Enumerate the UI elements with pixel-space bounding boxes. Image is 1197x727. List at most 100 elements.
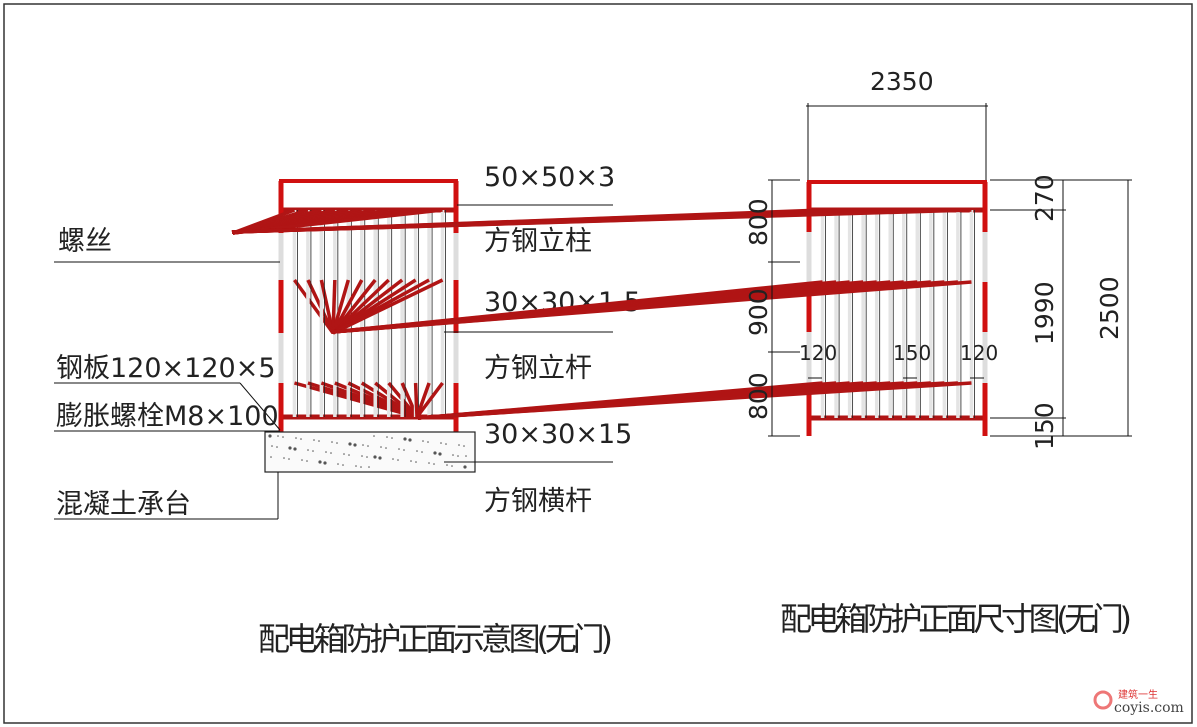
top-frame: [279, 179, 458, 212]
dimension-lines: [768, 103, 1132, 437]
concrete-speckle: [301, 459, 303, 461]
watermark-site: coyis.com: [1114, 700, 1184, 716]
concrete-speckle: [276, 446, 278, 448]
concrete-speckle: [348, 454, 350, 456]
label-expansion-bolt: 膨胀螺栓M8×100: [56, 401, 279, 432]
label-rail-size: 30×30×15: [484, 419, 632, 450]
picket-red-segment: [331, 279, 337, 334]
concrete-speckle: [403, 437, 407, 441]
concrete-speckle: [300, 438, 302, 440]
picket-red-segment: [331, 279, 350, 334]
concrete-speckle: [318, 440, 320, 442]
dim-left-top: 800: [744, 198, 773, 246]
concrete-speckle: [330, 452, 332, 454]
picket-red-segment: [231, 208, 972, 234]
concrete-speckle: [306, 460, 308, 462]
label-steel-plate: 钢板120×120×5: [56, 353, 276, 384]
concrete-speckle: [323, 461, 327, 465]
concrete-speckle: [336, 442, 338, 444]
concrete-speckle: [433, 451, 437, 455]
concrete-speckle: [410, 460, 412, 462]
concrete-speckle: [463, 445, 465, 447]
dim-total-height: 2500: [1095, 276, 1124, 340]
concrete-speckle: [283, 457, 285, 459]
picket-red-segment: [293, 278, 335, 335]
concrete-speckle: [362, 444, 364, 446]
sheet-border: [3, 3, 1193, 724]
concrete-speckle: [391, 437, 393, 439]
picket-red-segment: [417, 381, 972, 420]
concrete-speckle: [392, 458, 394, 460]
concrete-speckle: [373, 435, 375, 437]
label-rail-name: 方钢横杆: [484, 486, 592, 517]
label-screw: 螺丝: [58, 226, 112, 257]
concrete-speckle: [397, 459, 399, 461]
concrete-speckle: [427, 441, 429, 443]
concrete-speckle: [277, 435, 279, 437]
concrete-speckle: [360, 466, 362, 468]
concrete-speckle: [325, 451, 327, 453]
watermark-cn: 建筑一生: [1118, 688, 1158, 701]
concrete-base: [264, 431, 476, 473]
concrete-speckle: [270, 456, 272, 458]
top-frame: [807, 180, 987, 212]
concrete-speckle: [318, 460, 322, 464]
concrete-speckle: [366, 456, 368, 458]
right-fence-elevation: [231, 180, 988, 436]
watermark-logo-icon: [1093, 690, 1113, 710]
concrete-speckle: [465, 455, 467, 457]
label-column-name: 方钢立柱: [484, 226, 592, 257]
concrete-speckle: [451, 465, 453, 467]
concrete-speckle: [313, 439, 315, 441]
concrete-speckle: [342, 464, 344, 466]
concrete-speckle: [368, 466, 370, 468]
concrete-speckle: [422, 440, 424, 442]
concrete-speckle: [343, 453, 345, 455]
concrete-speckle: [408, 438, 412, 442]
concrete-speckle: [385, 447, 387, 449]
concrete-speckle: [331, 441, 333, 443]
concrete-speckle: [295, 437, 297, 439]
concrete-speckle: [355, 465, 357, 467]
concrete-speckle: [378, 456, 382, 460]
left-drawing-title: 配电箱防护正面示意图(无门): [258, 620, 613, 658]
concrete-speckle: [348, 442, 352, 446]
picket-red-segment: [319, 279, 335, 334]
picket-red-segment: [415, 382, 431, 418]
concrete-speckle: [268, 434, 272, 438]
concrete-speckle: [416, 450, 418, 452]
concrete-speckle: [288, 458, 290, 460]
concrete-speckle: [271, 445, 273, 447]
label-concrete-base: 混凝土承台: [56, 489, 191, 520]
concrete-speckle: [452, 454, 454, 456]
dim-left-bottom: 800: [744, 372, 773, 420]
concrete-speckle: [282, 436, 284, 438]
concrete-speckle: [403, 449, 405, 451]
left-fence-elevation: [232, 179, 459, 432]
concrete-speckle: [458, 444, 460, 446]
dim-width: 2350: [870, 67, 934, 96]
concrete-speckle: [367, 445, 369, 447]
concrete-speckle: [307, 449, 309, 451]
concrete-speckle: [386, 436, 388, 438]
concrete-speckle: [373, 455, 377, 459]
picket-red-segment: [332, 278, 444, 335]
concrete-speckle: [337, 463, 339, 465]
dim-gap-mid: 150: [893, 341, 931, 365]
concrete-speckle: [463, 465, 467, 469]
concrete-speckle: [380, 446, 382, 448]
dim-right-bottom: 150: [1030, 402, 1059, 450]
concrete-speckle: [293, 447, 297, 451]
picket-red-segment: [331, 280, 972, 334]
watermark: 建筑一生 coyis.com: [1093, 688, 1184, 716]
concrete-speckle: [415, 461, 417, 463]
concrete-speckle: [421, 451, 423, 453]
label-post-name: 方钢立杆: [484, 353, 592, 384]
dim-right-mid: 1990: [1030, 281, 1059, 345]
concrete-speckle: [446, 464, 448, 466]
concrete-speckle: [288, 446, 292, 450]
concrete-speckle: [433, 463, 435, 465]
left-leader-lines: [54, 204, 613, 520]
